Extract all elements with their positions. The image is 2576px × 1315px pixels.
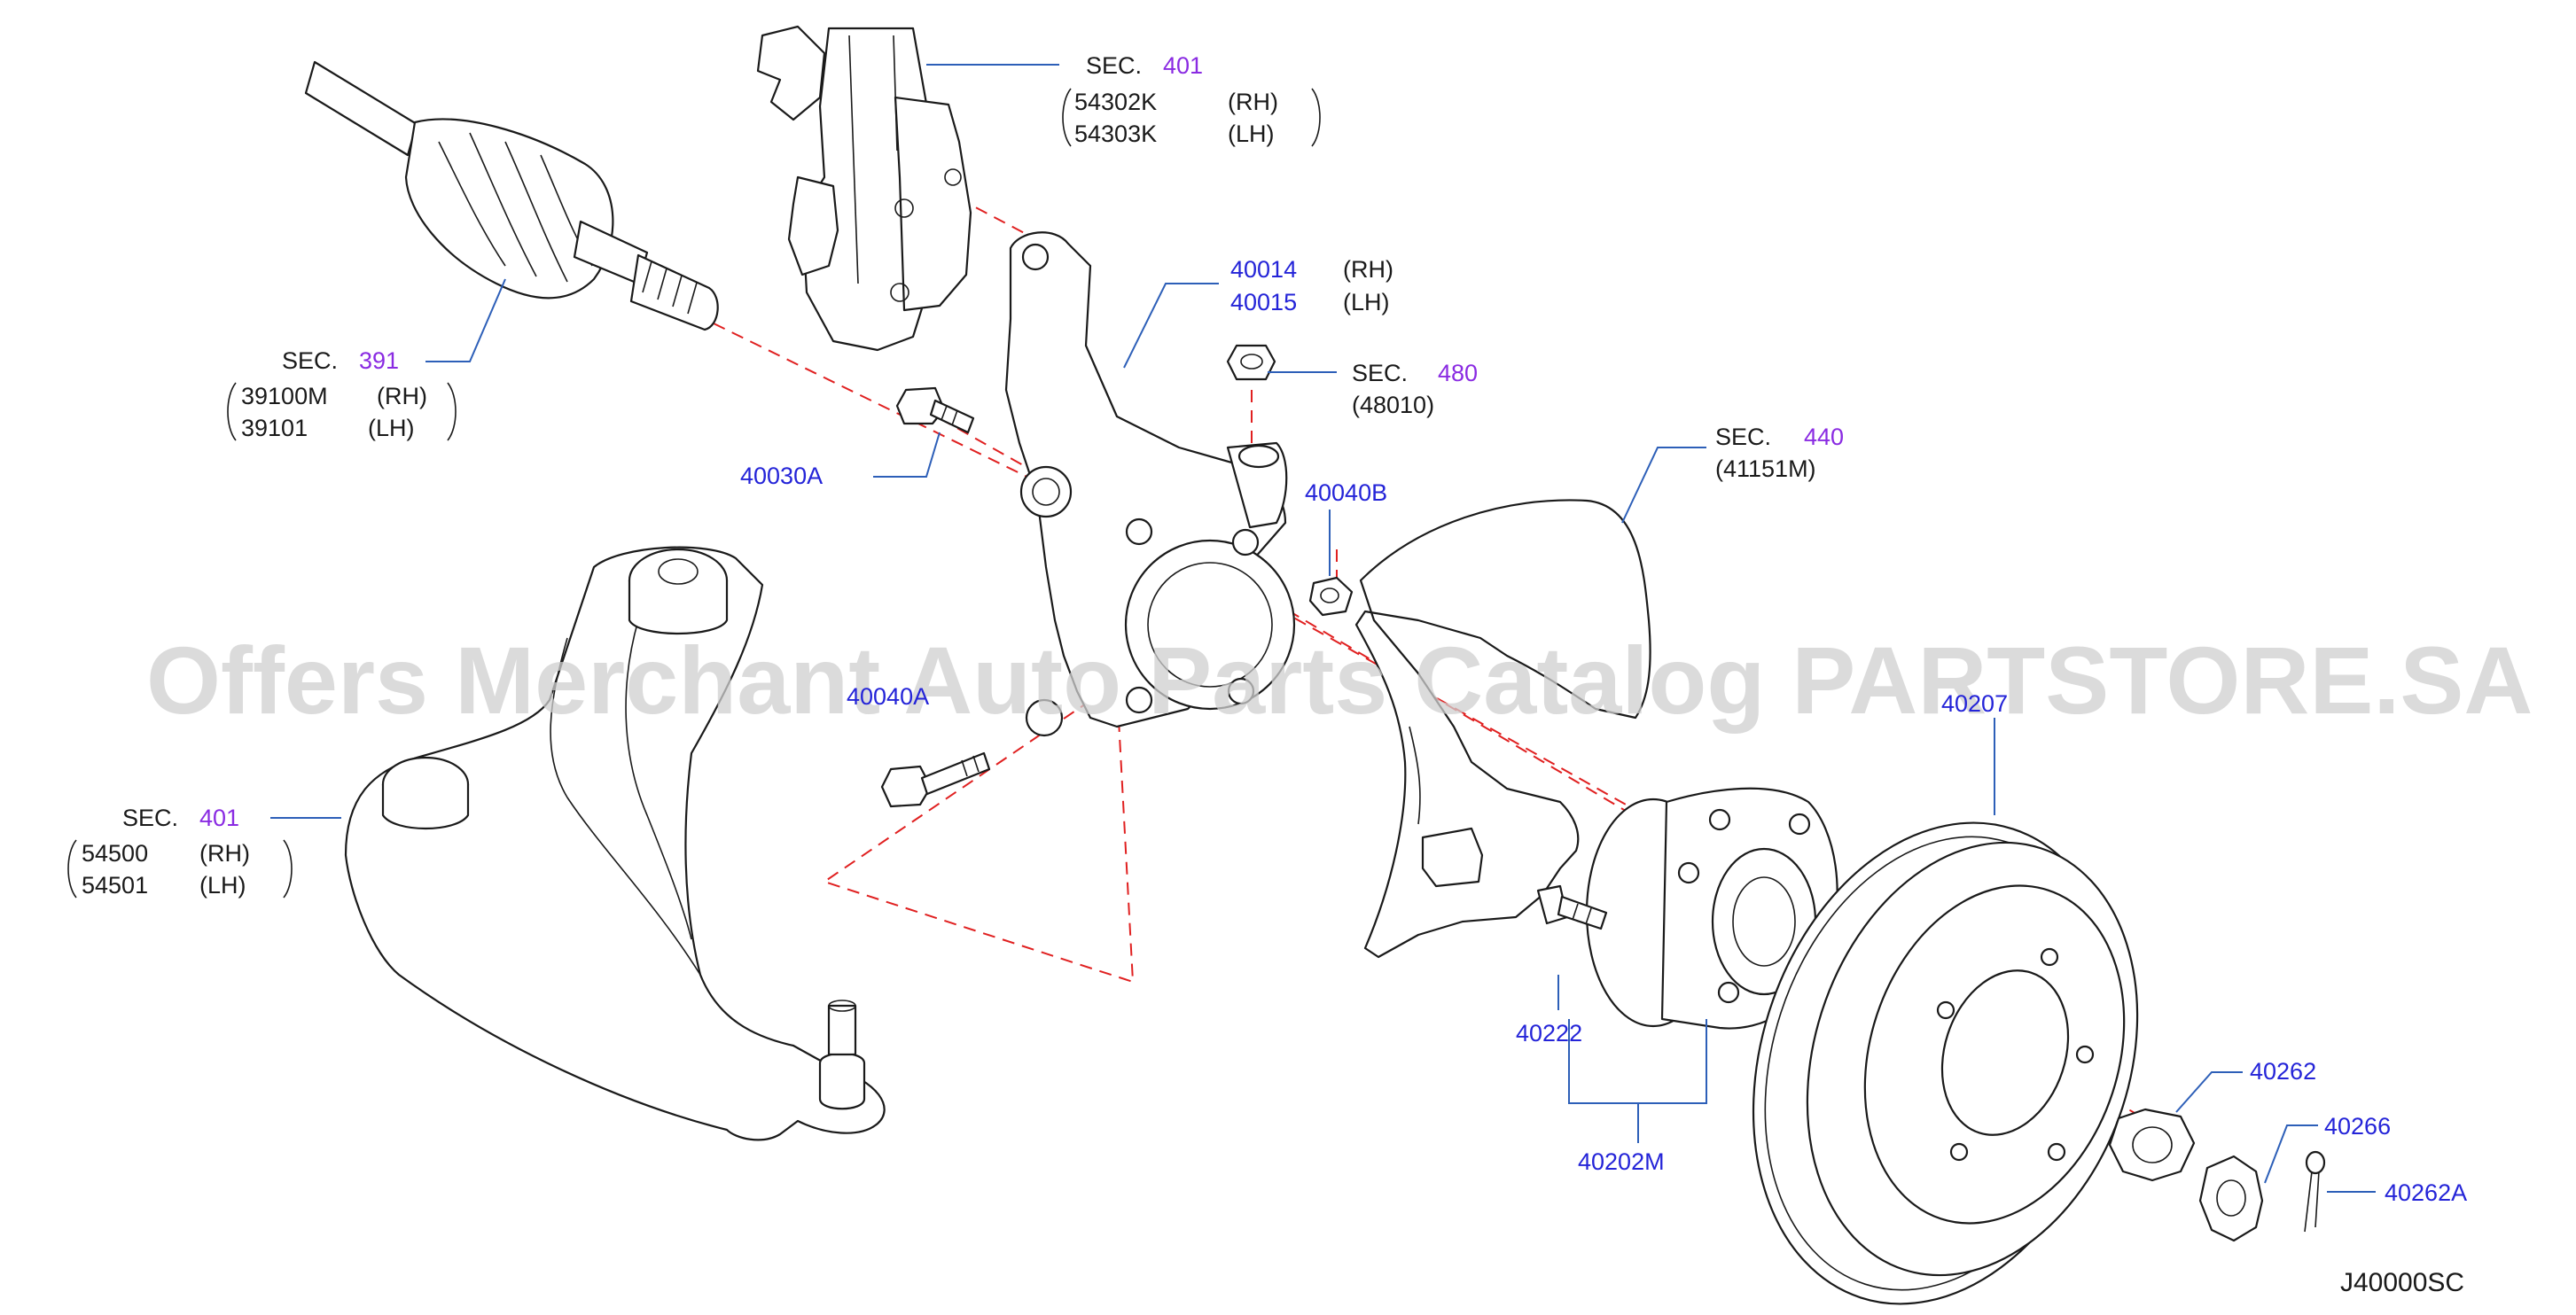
upper-bolt-illustration: [895, 386, 975, 434]
lock-nut-illustration: [1226, 344, 1276, 381]
svg-text:SEC.: SEC.: [282, 347, 338, 374]
label-rotor-40207[interactable]: 40207: [1941, 690, 2008, 717]
svg-text:SEC.: SEC.: [122, 805, 178, 831]
svg-text:480: 480: [1438, 360, 1478, 386]
svg-text:(RH): (RH): [1228, 89, 1278, 115]
axle-illustration: [304, 60, 719, 331]
lower-arm-illustration: [344, 546, 886, 1141]
svg-text:401: 401: [199, 805, 239, 831]
svg-text:(RH): (RH): [377, 383, 427, 409]
svg-text:391: 391: [359, 347, 399, 374]
label-cotter-pin-40262a[interactable]: 40262A: [2385, 1179, 2467, 1206]
label-knuckle[interactable]: 40014 (RH) 40015 (LH): [1230, 256, 1393, 315]
svg-text:39100M: 39100M: [241, 383, 328, 409]
nut-cap-illustration: [2198, 1155, 2264, 1242]
svg-text:(LH): (LH): [1228, 121, 1275, 147]
leader-lines: [270, 64, 2376, 1193]
cotter-pin-illustration: [2304, 1150, 2326, 1233]
svg-text:(RH): (RH): [199, 840, 250, 867]
svg-text:54501: 54501: [82, 872, 148, 899]
hub-bolt-illustration: [1536, 884, 1608, 930]
svg-text:SEC.: SEC.: [1352, 360, 1408, 386]
svg-text:(RH): (RH): [1343, 256, 1393, 283]
diagram-code: J40000SC: [2340, 1268, 2464, 1297]
dust-shield-illustration: [1354, 499, 1651, 959]
svg-text:54302K: 54302K: [1074, 89, 1157, 115]
svg-text:(48010): (48010): [1352, 392, 1434, 418]
hub-nut-illustration: [2108, 1108, 2196, 1182]
svg-text:440: 440: [1804, 424, 1844, 450]
label-nut-480[interactable]: SEC. 480 (48010): [1352, 360, 1478, 418]
brake-rotor-illustration: [1752, 821, 2139, 1305]
svg-text:(LH): (LH): [199, 872, 246, 899]
label-strut[interactable]: SEC. 401 54302K (RH) 54303K (LH): [1062, 52, 1321, 147]
svg-text:54303K: 54303K: [1074, 121, 1157, 147]
label-hub-assembly-40202m[interactable]: 40202M: [1578, 1148, 1665, 1175]
label-nut-cap-40266[interactable]: 40266: [2324, 1113, 2391, 1140]
lower-bolt-illustration: [880, 751, 991, 808]
label-axle[interactable]: SEC. 391 39100M (RH) 39101 (LH): [227, 347, 457, 441]
svg-text:SEC.: SEC.: [1715, 424, 1771, 450]
knuckle-illustration: [1004, 231, 1296, 737]
nut-40040b-illustration: [1308, 576, 1354, 617]
label-bolt-40040a[interactable]: 40040A: [847, 683, 929, 710]
label-hub-nut-40262[interactable]: 40262: [2250, 1058, 2316, 1085]
label-nut-40040b[interactable]: 40040B: [1305, 479, 1387, 506]
label-dust-shield[interactable]: SEC. 440 (41151M): [1715, 424, 1844, 482]
label-lower-arm[interactable]: SEC. 401 54500 (RH) 54501 (LH): [67, 805, 293, 899]
svg-text:401: 401: [1163, 52, 1203, 79]
svg-text:54500: 54500: [82, 840, 148, 867]
label-bolt-40030a[interactable]: 40030A: [740, 463, 823, 489]
watermark: Offers Merchant Auto Parts Catalog PARTS…: [146, 626, 2533, 734]
svg-text:40014: 40014: [1230, 256, 1297, 283]
label-hub-bolt-40222[interactable]: 40222: [1516, 1020, 1582, 1047]
strut-illustration: [756, 25, 972, 352]
svg-text:39101: 39101: [241, 415, 308, 441]
svg-text:(LH): (LH): [1343, 289, 1390, 315]
svg-text:(LH): (LH): [368, 415, 415, 441]
svg-text:40015: 40015: [1230, 289, 1297, 315]
svg-text:SEC.: SEC.: [1086, 52, 1142, 79]
svg-text:(41151M): (41151M): [1715, 455, 1816, 482]
